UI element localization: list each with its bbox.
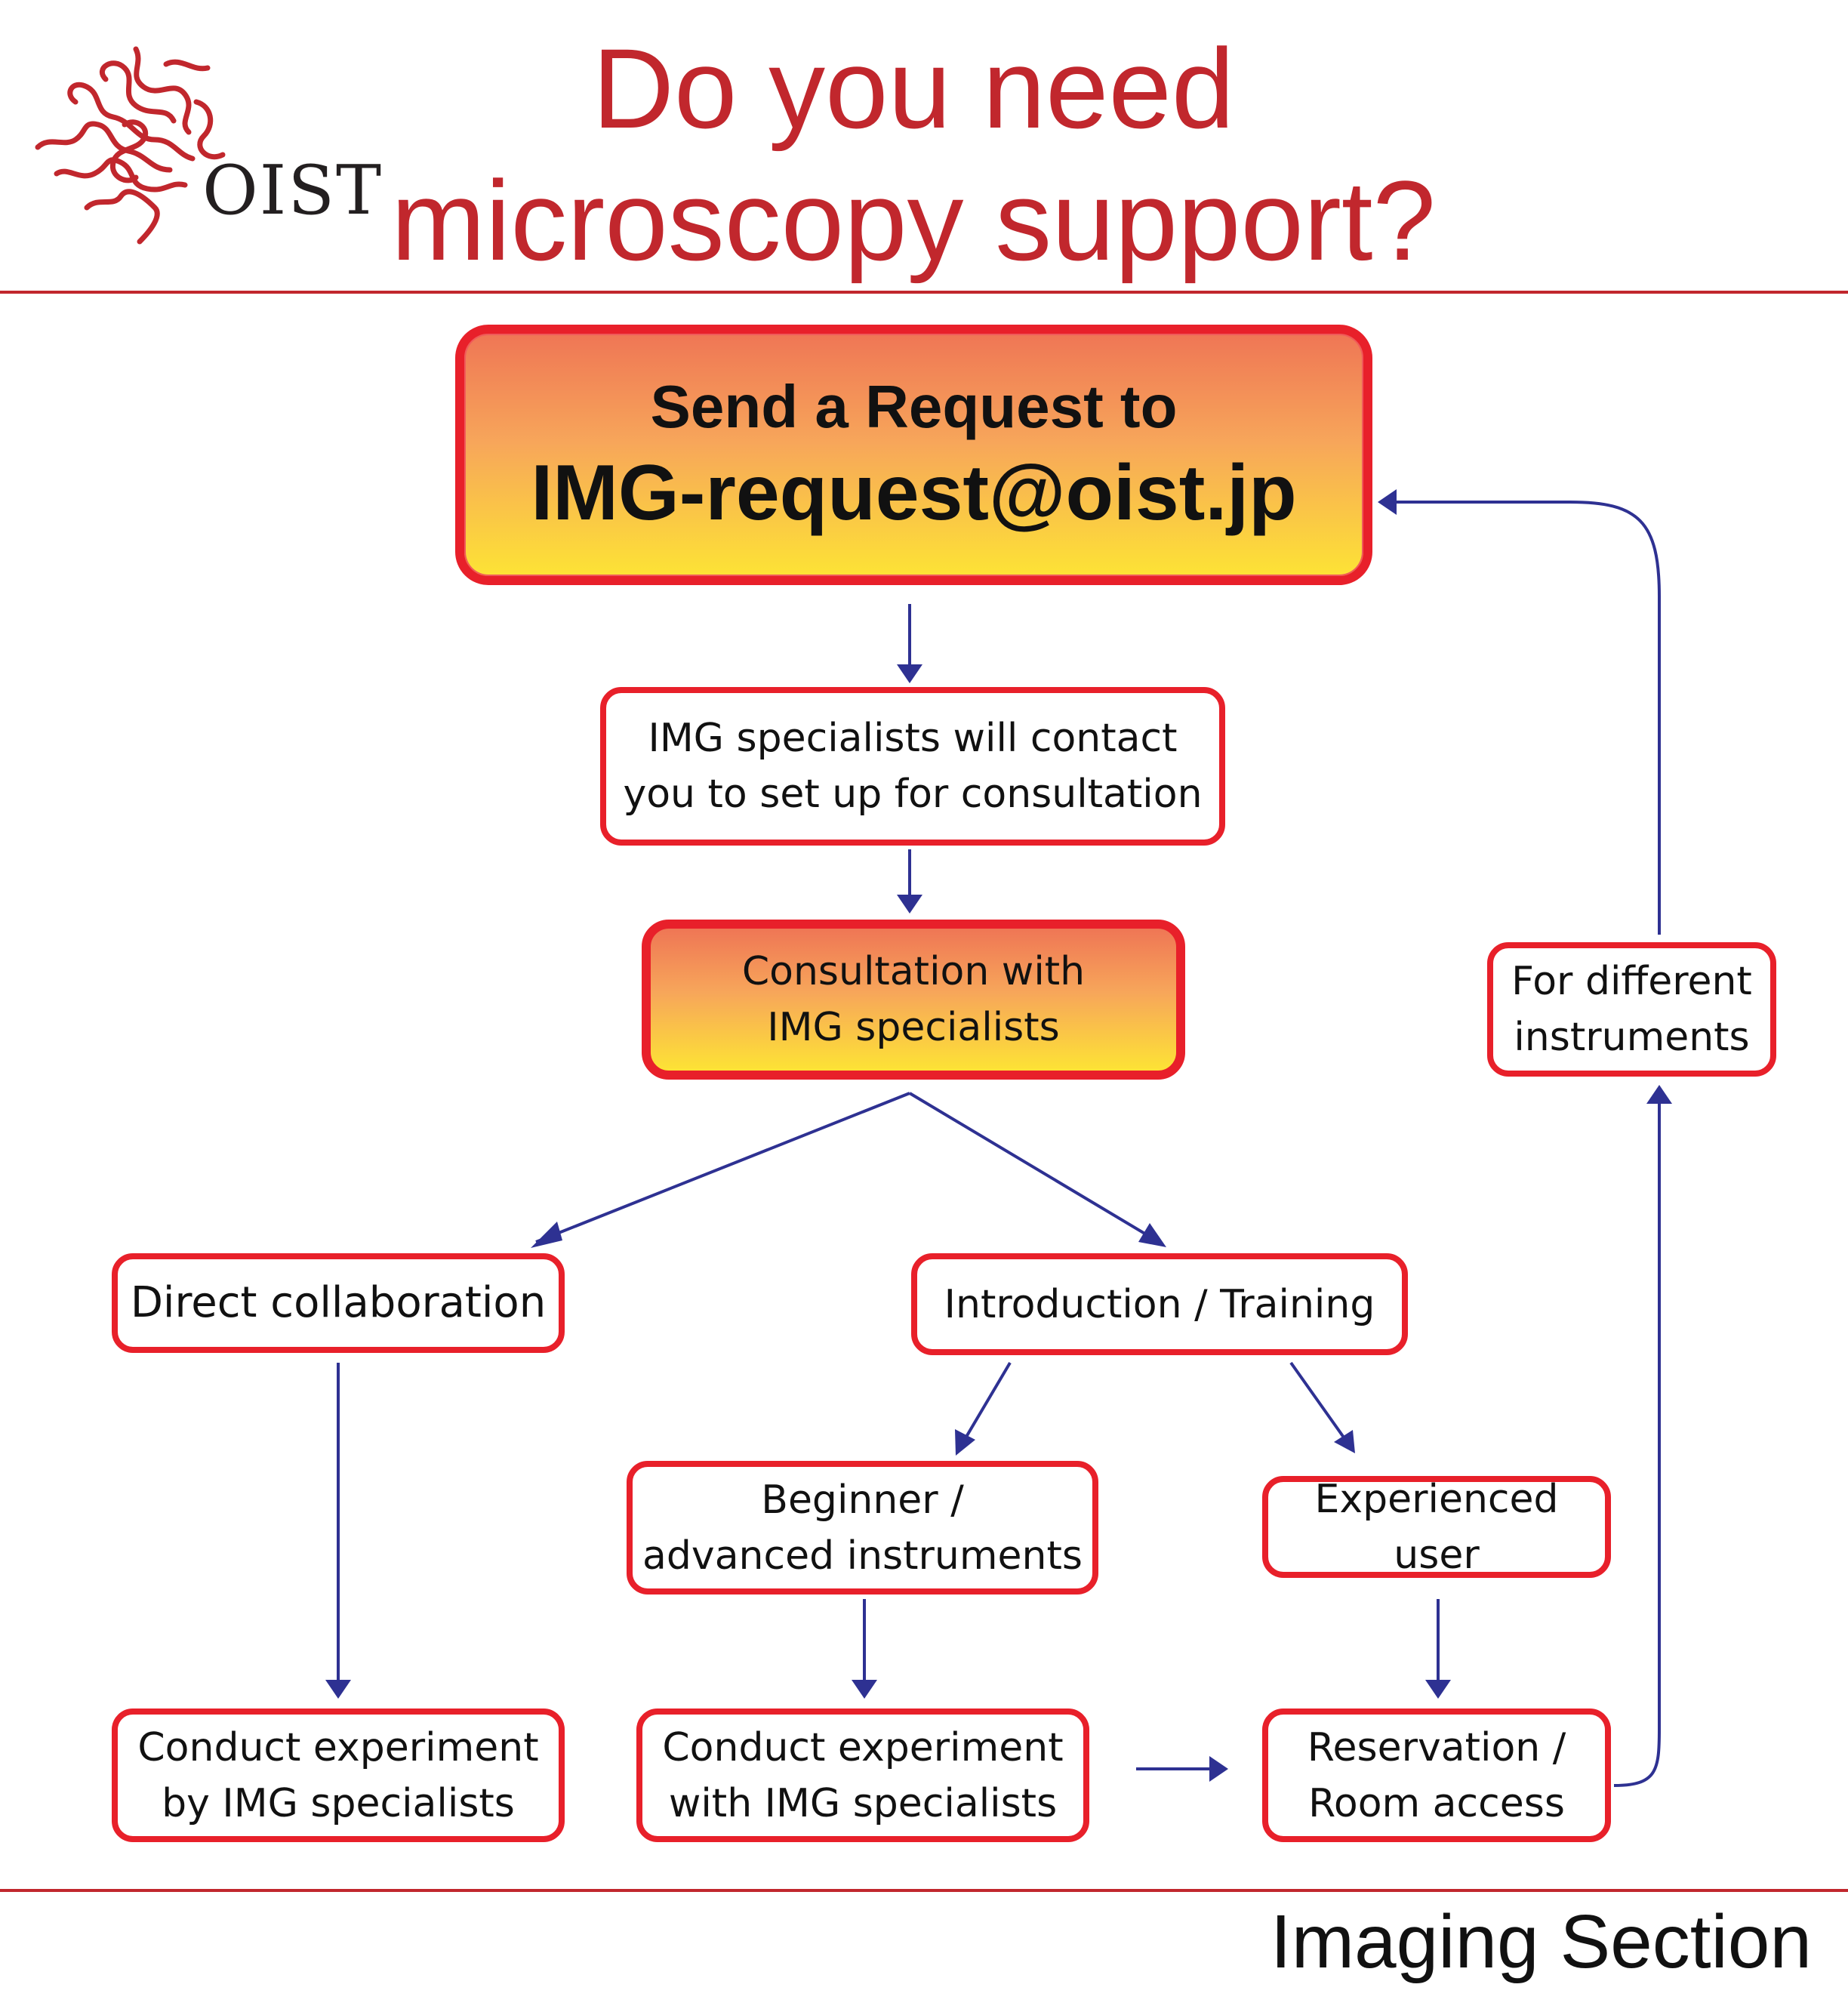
- reservation-line-2: Room access: [1308, 1780, 1565, 1826]
- arrowhead-intro: [1138, 1223, 1166, 1247]
- arrow-intro-to-experienced: [1289, 1361, 1353, 1450]
- conduct-with-specialists-box: Conduct experiment with IMG specialists: [636, 1709, 1089, 1842]
- page-title: Do you need microscopy support?: [377, 23, 1449, 287]
- conduct-with-line-1: Conduct experiment: [662, 1724, 1064, 1770]
- arrowhead-request: [1378, 489, 1397, 515]
- contact-line-2: you to set up for consultation: [623, 772, 1203, 817]
- oist-logo: [35, 46, 226, 245]
- reservation-room-access-box: Reservation / Room access: [1262, 1709, 1611, 1842]
- different-instruments-box: For different instruments: [1487, 942, 1776, 1077]
- arrowhead-contact: [897, 664, 922, 683]
- consultation-line-1: Consultation with: [741, 949, 1086, 994]
- introduction-training-label: Introduction / Training: [944, 1281, 1375, 1327]
- top-divider: [0, 291, 1848, 294]
- title-line-2: microscopy support?: [391, 157, 1436, 284]
- arrowhead-conduct-by: [325, 1680, 351, 1699]
- beginner-line-1: Beginner /: [761, 1477, 964, 1523]
- footer-label: Imaging Section: [1270, 1900, 1812, 1984]
- arrowhead-reservation-horizontal: [1209, 1756, 1228, 1782]
- reservation-line-1: Reservation /: [1307, 1724, 1566, 1770]
- arrowhead-conduct-with: [852, 1680, 877, 1699]
- request-email[interactable]: IMG-request@oist.jp: [531, 448, 1297, 537]
- experienced-user-label: Experienced user: [1314, 1476, 1559, 1578]
- arrowhead-direct: [531, 1222, 562, 1248]
- contact-box: IMG specialists will contact you to set …: [600, 687, 1225, 846]
- arrow-consult-to-direct: [535, 1092, 910, 1243]
- direct-collaboration-box: Direct collaboration: [112, 1253, 565, 1353]
- different-line-2: instruments: [1514, 1015, 1750, 1060]
- conduct-by-specialists-box: Conduct experiment by IMG specialists: [112, 1709, 565, 1842]
- experienced-user-box: Experienced user: [1262, 1476, 1611, 1578]
- request-heading: Send a Request to: [650, 372, 1178, 440]
- title-line-1: Do you need: [592, 25, 1235, 152]
- logo-text: OIST: [202, 151, 383, 230]
- conduct-with-line-2: with IMG specialists: [668, 1780, 1058, 1826]
- arrowhead-different: [1646, 1085, 1672, 1104]
- arrow-intro-to-beginner: [957, 1361, 1012, 1451]
- arrowhead-consult: [897, 895, 922, 914]
- direct-collaboration-label: Direct collaboration: [130, 1278, 547, 1327]
- arrowhead-experienced: [1334, 1430, 1355, 1453]
- request-box: Send a Request to IMG-request@oist.jp: [455, 325, 1372, 585]
- conduct-by-line-2: by IMG specialists: [162, 1780, 515, 1826]
- introduction-training-box: Introduction / Training: [911, 1253, 1408, 1355]
- arrowhead-beginner: [955, 1429, 975, 1456]
- arrow-different-to-request: [1381, 501, 1661, 935]
- bottom-divider: [0, 1889, 1848, 1892]
- beginner-line-2: advanced instruments: [642, 1533, 1083, 1579]
- arrow-reservation-to-different: [1613, 1089, 1661, 1787]
- consultation-box: Consultation with IMG specialists: [642, 920, 1185, 1080]
- arrow-consult-to-intro: [908, 1092, 1164, 1246]
- different-line-1: For different: [1511, 959, 1752, 1004]
- conduct-by-line-1: Conduct experiment: [137, 1724, 539, 1770]
- consultation-line-2: IMG specialists: [767, 1005, 1060, 1050]
- arrowhead-reservation: [1425, 1680, 1451, 1699]
- contact-line-1: IMG specialists will contact: [648, 716, 1178, 761]
- beginner-advanced-box: Beginner / advanced instruments: [627, 1461, 1098, 1595]
